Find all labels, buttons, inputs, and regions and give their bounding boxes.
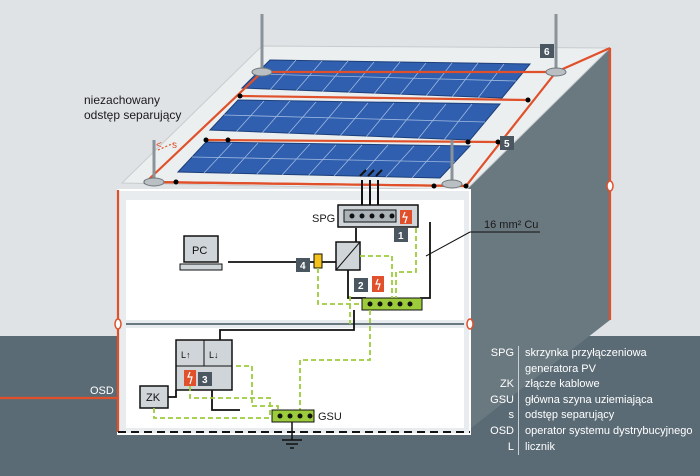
spg-box (337, 204, 419, 228)
cu-label: 16 mm² Cu (484, 219, 538, 231)
legend-abbr: SPG (482, 346, 519, 362)
legend-row: ZK złącze kablowe (482, 377, 697, 393)
legend-abbr (482, 361, 519, 378)
legend-row: OSD operator systemu dystrybucyjnego (482, 423, 697, 440)
marker-6: 6 (540, 44, 554, 58)
marker-5: 5 (500, 136, 514, 150)
dc-cables (359, 169, 383, 208)
separation-distance-mark: < s (156, 140, 177, 151)
svg-text:5: 5 (504, 139, 510, 150)
air-terminals (143, 14, 567, 189)
legend-row: s odstęp separujący (482, 408, 697, 424)
legend-abbr: s (482, 408, 519, 424)
osd-label: OSD (90, 385, 114, 397)
inverter (335, 241, 361, 271)
legend-abbr: L (482, 439, 519, 456)
test-joints (114, 180, 614, 330)
svg-text:3: 3 (202, 375, 208, 386)
legend-abbr: GSU (482, 392, 519, 409)
legend-abbr: OSD (482, 423, 519, 440)
marker-3: 3 (198, 372, 212, 386)
gsu-bar (271, 409, 315, 423)
svg-text:2: 2 (358, 281, 364, 292)
legend-desc: główna szyna uziemiająca (525, 393, 653, 406)
marker-4: 4 (296, 258, 310, 272)
building-side-wall (466, 48, 610, 432)
pc-label: PC (192, 245, 207, 257)
legend-row: generatora PV (482, 361, 697, 378)
legend: SPG skrzynka przyłączeniowa generatora PV Z… (482, 346, 697, 456)
legend-desc: złącze kablowe (525, 378, 600, 391)
svg-text:1: 1 (398, 231, 404, 242)
legend-row: SPG skrzynka przyłączeniowa (482, 346, 697, 362)
unmaintained-distance-line2: odstęp separujący (84, 108, 181, 122)
svg-text:6: 6 (544, 47, 550, 58)
legend-row: GSU główna szyna uziemiająca (482, 392, 697, 409)
meter-in-label: L↑ (181, 350, 191, 360)
spd-2 (372, 276, 384, 292)
equipotential-lines-lower (153, 310, 371, 419)
cu-conductor (425, 231, 540, 257)
legend-desc: odstęp separujący (525, 409, 615, 422)
legend-desc: generatora PV (525, 362, 596, 375)
legend-desc: licznik (525, 440, 555, 453)
spg-label: SPG (312, 213, 335, 225)
pv-panels (176, 59, 532, 179)
unmaintained-distance-line1: niezachowany (84, 93, 160, 107)
data-spd (313, 253, 323, 269)
legend-desc: skrzynka przyłączeniowa (525, 347, 647, 359)
legend-desc: operator systemu dystrybucyjnego (525, 424, 693, 437)
lightning-conductors (0, 46, 612, 432)
equipotential-bar-upper (361, 297, 423, 311)
legend-abbr: ZK (482, 377, 519, 393)
marker-2: 2 (354, 278, 368, 292)
svg-text:<: < (156, 140, 162, 151)
svg-text:4: 4 (300, 261, 306, 272)
zk-label: ZK (146, 392, 161, 404)
meter-out-label: L↓ (209, 350, 219, 360)
pc-icon (179, 235, 223, 271)
lower-wiring (168, 310, 355, 411)
marker-1: 1 (394, 228, 408, 242)
s-label: s (172, 140, 177, 151)
gsu-label: GSU (318, 411, 342, 423)
equipotential-lines-upper (317, 228, 417, 324)
